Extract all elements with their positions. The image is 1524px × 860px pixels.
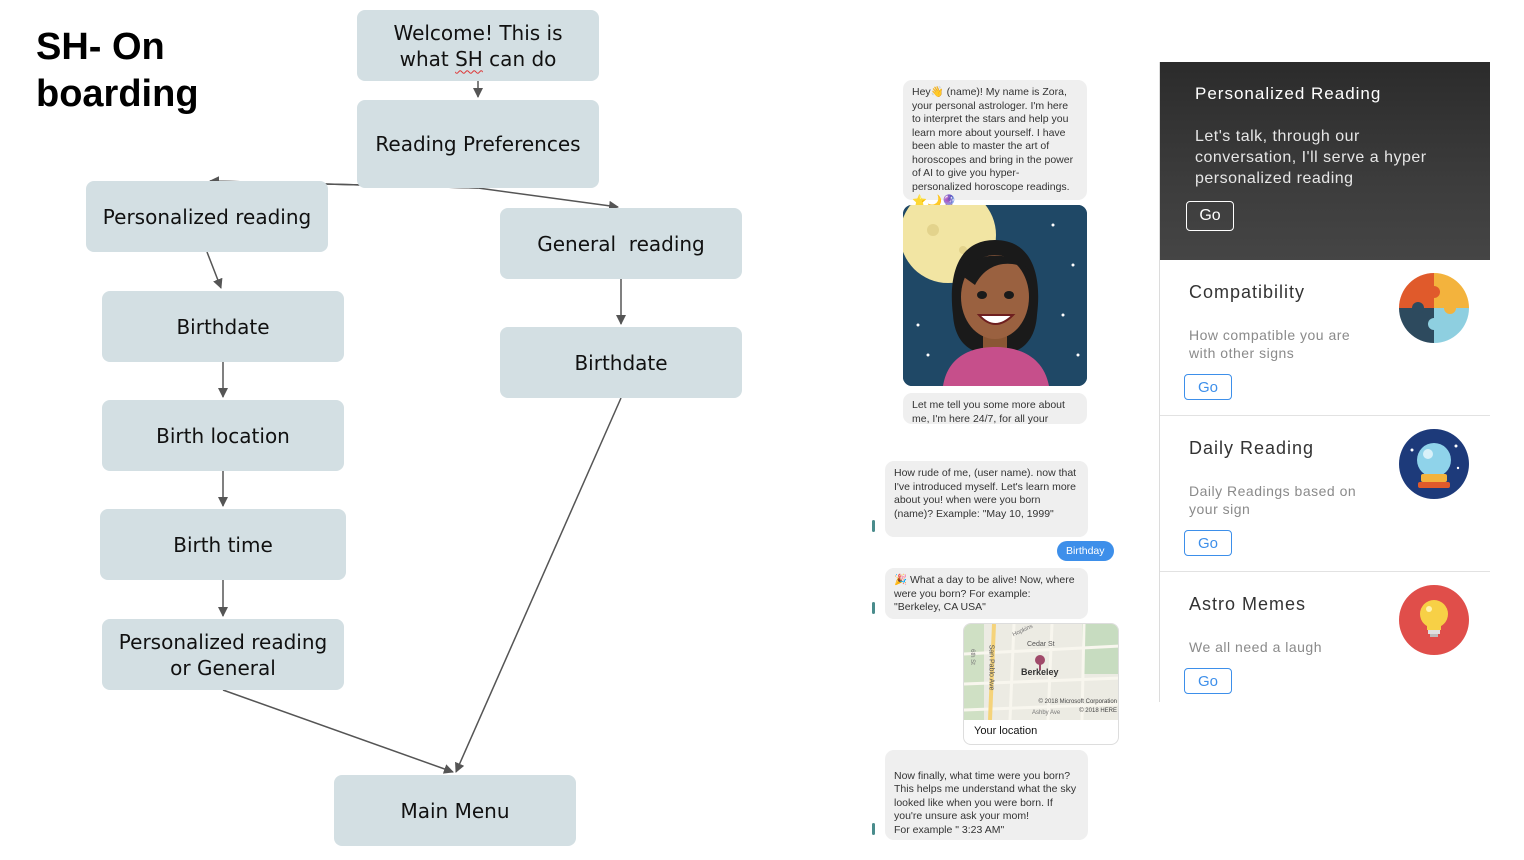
node-birthdate-right: Birthdate (500, 327, 742, 398)
node-birth-time: Birth time (100, 509, 346, 580)
map-graphic (964, 624, 1118, 720)
more-text: Let me tell you some more about me, I'm … (912, 399, 1065, 424)
lightbulb-icon (1399, 585, 1469, 655)
bot-message-more: Let me tell you some more about me, I'm … (903, 393, 1087, 424)
hero-title: Personalized Reading (1195, 84, 1382, 103)
bot-message-ask-location: 🎉 What a day to be alive! Now, where wer… (885, 568, 1088, 619)
welcome-text-sh: SH (455, 46, 483, 71)
node-general-reading: General reading (500, 208, 742, 279)
page-title: SH- On boarding (36, 26, 199, 115)
ask-time-text: Now finally, what time were you born? Th… (894, 769, 1077, 836)
card-title: Astro Memes (1189, 594, 1307, 614)
astrologer-illustration (903, 205, 1087, 386)
card-description: We all need a laugh (1189, 639, 1322, 655)
daily-reading-go-button[interactable]: Go (1184, 530, 1232, 556)
astrologer-avatar (903, 205, 1087, 386)
node-welcome-line1: Welcome! This is (393, 20, 563, 45)
astro-memes-go-button[interactable]: Go (1184, 668, 1232, 694)
card-daily-reading: Daily Reading Daily Readings based on yo… (1160, 416, 1490, 572)
user-message-birthday: Birthday (1057, 541, 1114, 561)
map-street-6th: 6th St (968, 649, 975, 665)
welcome-text-a: what (399, 46, 456, 71)
map-copyright-here: © 2018 HERE (1079, 708, 1117, 714)
map-street-ashby: Ashby Ave (1032, 710, 1061, 716)
map-city: Berkeley (1021, 667, 1059, 677)
bot-message-ask-time: Now finally, what time were you born? Th… (885, 750, 1088, 840)
edge-birthdate-mainmenu (455, 397, 622, 773)
location-map: Cedar St Hopkins San Pablo Ave 6th St Be… (964, 624, 1118, 720)
map-street-cedar: Cedar St (1027, 641, 1055, 648)
card-compatibility: Compatibility How compatible you are wit… (1160, 260, 1490, 416)
ask-location-text: 🎉 What a day to be alive! Now, where wer… (894, 574, 1075, 613)
hero-description: Let's talk, through our conversation, I'… (1195, 128, 1427, 187)
node-birth-location: Birth location (102, 400, 344, 471)
map-caption: Your location (974, 725, 1038, 737)
edge-choice-mainmenu (222, 689, 454, 774)
card-description: How compatible you are with other signs (1189, 327, 1351, 361)
compatibility-go-button[interactable]: Go (1184, 374, 1232, 400)
node-birthdate-left: Birthdate (102, 291, 344, 362)
ask-birthdate-text: How rude of me, (user name). now that I'… (894, 467, 1077, 520)
node-personalized-or-general: Personalized reading or General (102, 619, 344, 690)
edge-personalized-birthdate (206, 251, 223, 289)
card-astro-memes: Astro Memes We all need a laugh Go (1160, 572, 1490, 702)
hero-go-button[interactable]: Go (1186, 201, 1234, 231)
node-reading-preferences: Reading Preferences (357, 100, 599, 188)
intro-text: Hey👋 (name)! My name is Zora, your perso… (912, 86, 1074, 193)
location-map-card[interactable]: Cedar St Hopkins San Pablo Ave 6th St Be… (963, 623, 1119, 745)
menu-border-left (1159, 62, 1160, 702)
node-personalized-reading: Personalized reading (86, 181, 328, 252)
hero-personalized-reading: Personalized Reading Let's talk, through… (1160, 62, 1490, 260)
card-title: Daily Reading (1189, 438, 1315, 458)
bot-marker (872, 823, 875, 835)
card-description: Daily Readings based on your sign (1189, 483, 1357, 517)
node-welcome: Welcome! This is what SH can do (357, 10, 599, 81)
bot-message-ask-birthdate: How rude of me, (user name). now that I'… (885, 461, 1088, 537)
node-main-menu: Main Menu (334, 775, 576, 846)
welcome-text-b: can do (482, 46, 557, 71)
map-copyright-ms: © 2018 Microsoft Corporation (1038, 699, 1117, 705)
card-title: Compatibility (1189, 282, 1306, 302)
crystal-ball-icon (1399, 429, 1469, 499)
bot-marker (872, 602, 875, 614)
node-welcome-line2: what SH can do (400, 46, 557, 72)
bot-message-intro: Hey👋 (name)! My name is Zora, your perso… (903, 80, 1087, 208)
map-street-sanpablo: San Pablo Ave (987, 644, 995, 691)
puzzle-icon (1399, 273, 1469, 343)
bot-marker (872, 520, 875, 532)
